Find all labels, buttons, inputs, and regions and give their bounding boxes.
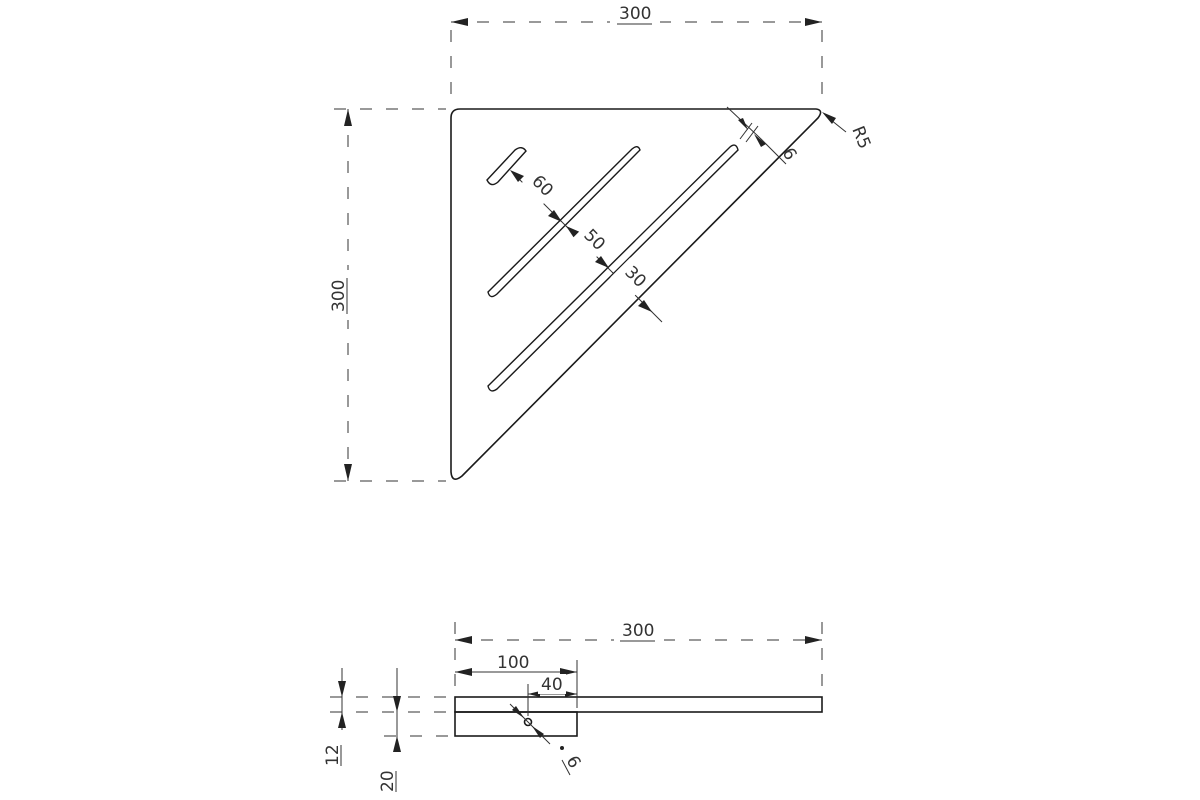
shelf-plate	[454, 696, 823, 713]
bracket-height-label: 20	[378, 770, 398, 792]
arrowhead	[455, 668, 472, 676]
shelf-thickness-label: 12	[323, 744, 343, 766]
mounting-hole	[523, 717, 533, 727]
label-backdrop	[326, 270, 352, 320]
top-view: 300 300 R5 6 60 50	[326, 4, 874, 482]
bracket-length-label: 100	[497, 653, 529, 673]
label-backdrop	[614, 620, 664, 642]
label-backdrop	[518, 166, 560, 208]
arrowhead	[510, 170, 524, 182]
arrowhead	[455, 636, 472, 644]
slot-middle	[487, 146, 641, 298]
arrowhead	[528, 691, 540, 697]
slot-short	[486, 147, 527, 186]
hole-diameter-label: 6	[562, 753, 585, 772]
arrowhead	[738, 118, 748, 130]
arrowhead	[344, 464, 352, 481]
left-height-label: 300	[329, 280, 349, 312]
label-underline	[561, 759, 571, 776]
arrowhead	[805, 636, 822, 644]
arrowhead	[451, 18, 468, 26]
hole-marker-dot	[560, 746, 564, 750]
arrowhead	[512, 706, 524, 718]
arrowhead	[754, 134, 766, 147]
side-width-label: 300	[622, 621, 654, 641]
arrowhead	[532, 726, 544, 738]
slot-long	[487, 144, 739, 392]
extension-line	[745, 125, 759, 143]
arrowhead	[565, 691, 577, 697]
arrowhead	[805, 18, 822, 26]
arrowhead	[822, 112, 836, 124]
arrowhead	[344, 109, 352, 126]
arrowhead	[393, 736, 401, 752]
corner-radius-label: R5	[847, 123, 874, 151]
arrowhead	[638, 300, 652, 312]
side-view: 300 100 40 6 12 20	[323, 620, 823, 792]
arrowhead	[548, 210, 562, 222]
label-backdrop	[538, 674, 566, 694]
edge-gap-label: 6	[778, 145, 801, 164]
arrowhead	[393, 696, 401, 712]
arrowhead	[338, 712, 346, 728]
label-backdrop	[610, 4, 660, 26]
label-backdrop	[570, 220, 612, 262]
top-width-label: 300	[619, 4, 651, 24]
dimension-line	[759, 137, 787, 165]
shelf-outline	[450, 108, 822, 480]
extension-line	[739, 122, 753, 140]
arrowhead	[338, 681, 346, 697]
mounting-bracket	[454, 711, 578, 737]
arrowhead	[595, 256, 609, 268]
label-backdrop	[610, 257, 652, 299]
hole-offset-label: 40	[541, 675, 563, 695]
